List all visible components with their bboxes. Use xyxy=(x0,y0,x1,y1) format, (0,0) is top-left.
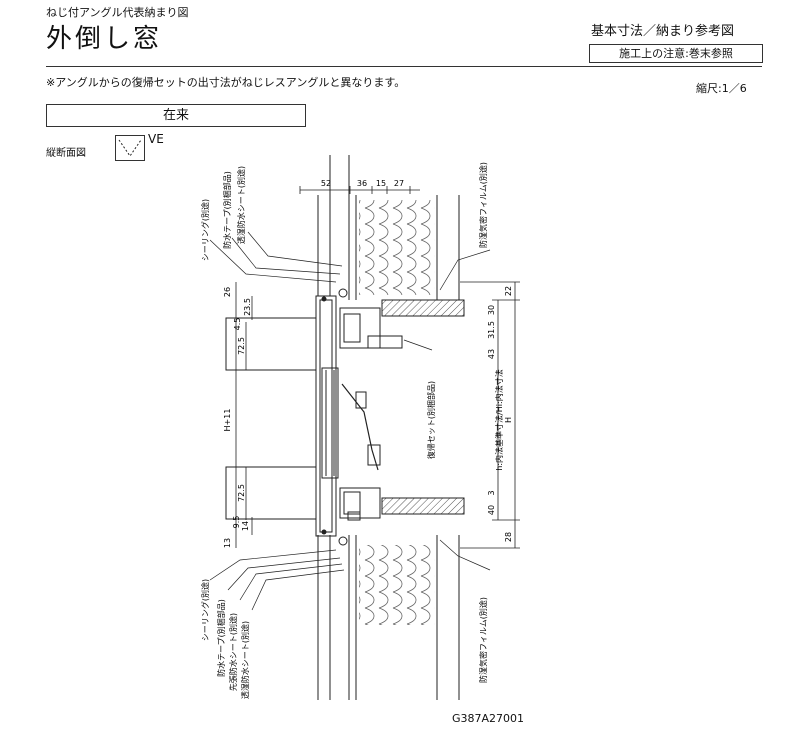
label-bottom-tape: 防水テープ(別梱部品) xyxy=(216,599,226,677)
dim-top-15: 15 xyxy=(376,179,386,188)
bottom-board xyxy=(381,497,465,515)
dim-right-30: 30 xyxy=(487,305,496,315)
return-set-lower xyxy=(367,444,381,466)
dim-top-27: 27 xyxy=(394,179,404,188)
label-return-set: 復帰セット(別梱部品) xyxy=(426,381,436,459)
dim-right-3: 3 xyxy=(487,490,496,495)
sash xyxy=(321,367,339,479)
screw-bottom xyxy=(321,529,327,535)
page-title: 外倒し窓 xyxy=(46,24,163,54)
dim-top-52: 52 xyxy=(321,179,331,188)
label-bottom-sheet: 透湿防水シート(別途) xyxy=(240,621,250,699)
insulation-top xyxy=(359,200,435,295)
dim-left-72-5-top: 72.5 xyxy=(237,337,246,355)
screw-top xyxy=(321,296,327,302)
dim-left-13: 13 xyxy=(223,538,232,548)
reference-title: 基本寸法／納まり参考図 xyxy=(591,24,735,39)
dim-left-9-5: 9.5 xyxy=(232,516,241,529)
label-top-sheet: 透湿防水シート(別途) xyxy=(236,166,246,244)
dim-left-26: 26 xyxy=(223,287,232,297)
construction-note-box: 施工上の注意:巻末参照 xyxy=(589,44,763,63)
label-top-film: 防湿気密フィルム(別途) xyxy=(478,162,488,248)
dim-top-36: 36 xyxy=(357,179,367,188)
label-top-tape: 防水テープ(別梱部品) xyxy=(222,171,232,249)
outer-frame xyxy=(315,295,337,537)
dim-hw-label: h:内法基準寸法/Hi:内法寸法 xyxy=(494,369,504,470)
interior-block-top xyxy=(225,317,317,371)
interior-block-bottom xyxy=(225,466,317,520)
label-bottom-sealing: シーリング(別途) xyxy=(200,579,210,641)
dim-left-4-5: 4.5 xyxy=(233,318,242,331)
scale-label: 縮尺:1／6 xyxy=(696,82,747,95)
sealing-bottom xyxy=(338,536,348,546)
label-bottom-film: 防湿気密フィルム(別途) xyxy=(478,597,488,683)
dim-left-h11: H+11 xyxy=(223,409,232,432)
top-board xyxy=(381,299,465,317)
insulation-bottom xyxy=(359,545,435,625)
section-type-box: 在来 xyxy=(46,104,306,127)
dim-right-31-5: 31.5 xyxy=(487,321,496,339)
dim-right-22: 22 xyxy=(504,286,513,296)
dim-right-43: 43 xyxy=(487,349,496,359)
label-bottom-lead-sheet: 先張防水シート(別途) xyxy=(228,613,238,691)
header-divider xyxy=(46,66,762,67)
view-label: 縦断面図 xyxy=(46,148,86,159)
label-top-sealing: シーリング(別途) xyxy=(200,199,210,261)
window-type-icon-svg xyxy=(118,139,142,157)
dim-left-23-5: 23.5 xyxy=(243,298,252,316)
head-profile xyxy=(339,307,381,349)
dimension-note: ※アングルからの復帰セットの出寸法がねじレスアングルと異なります。 xyxy=(46,76,406,89)
window-type-icon xyxy=(115,135,145,161)
dim-right-40: 40 xyxy=(487,505,496,515)
dim-left-72-5-bottom: 72.5 xyxy=(237,484,246,502)
return-set-arm xyxy=(341,383,379,471)
sealing-top xyxy=(338,288,348,298)
drawing-code: G387A27001 xyxy=(452,712,525,725)
head-bracket xyxy=(367,335,403,349)
dim-right-h: H xyxy=(504,417,513,423)
dim-left-14: 14 xyxy=(241,521,250,531)
mark-label: VE xyxy=(148,132,164,146)
drawing-subtitle: ねじ付アングル代表納まり図 xyxy=(46,6,189,19)
dim-right-28: 28 xyxy=(504,532,513,542)
return-set-block xyxy=(355,391,367,409)
